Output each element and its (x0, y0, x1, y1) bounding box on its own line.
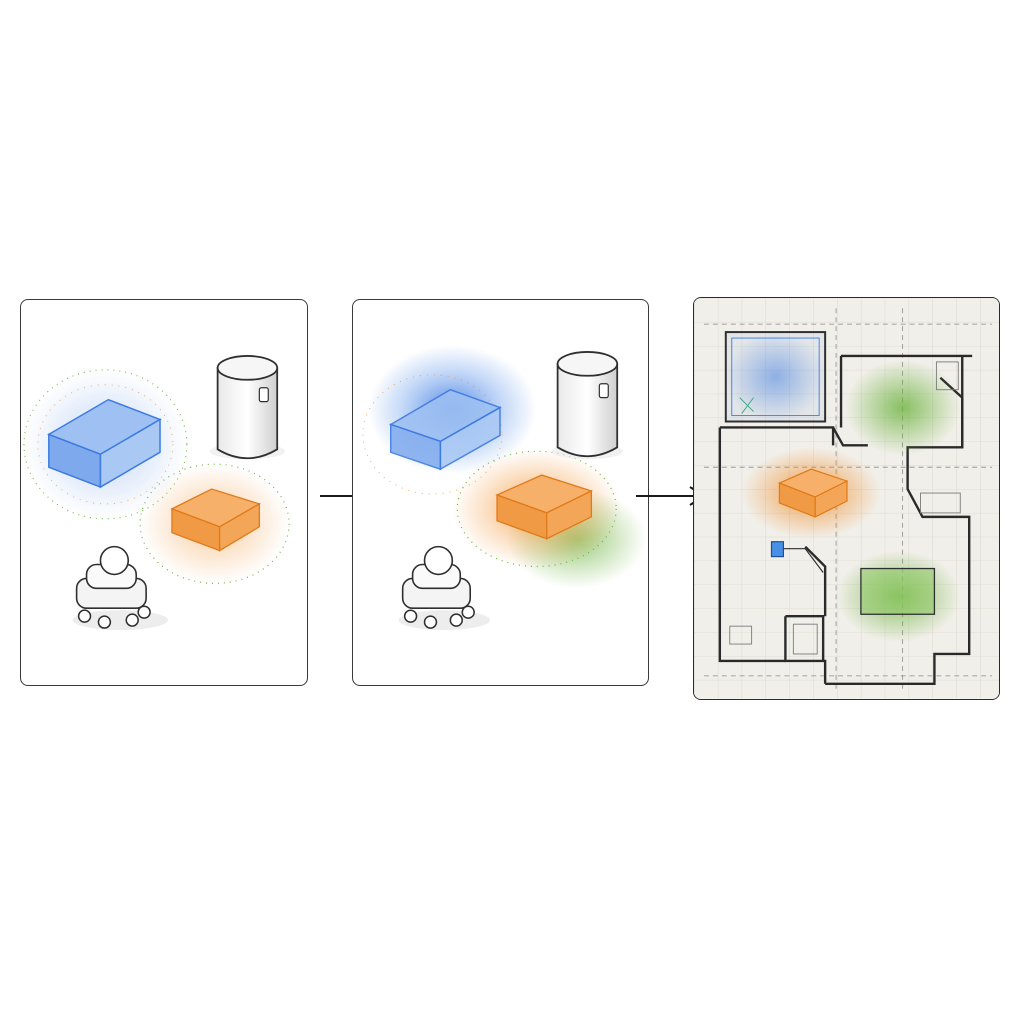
blue-point-ring (362, 374, 503, 495)
room-fixtures (729, 361, 961, 655)
green-room-bottom (860, 567, 936, 615)
blue-box (47, 398, 162, 489)
blue-room-inner (731, 337, 820, 417)
panel-1-illustration (23, 355, 290, 631)
orange-point-ring (456, 450, 617, 568)
orange-box (170, 488, 261, 552)
cylinder-object (551, 351, 624, 460)
robot-figure (398, 545, 491, 631)
cylinder-object (209, 355, 286, 460)
robot-position-marker (770, 541, 785, 558)
panel-floor-plan-map (693, 297, 1000, 700)
panel-3-floor-plan (694, 298, 999, 699)
blue-box (388, 388, 502, 471)
panel-2-illustration (362, 345, 647, 631)
orange-box (495, 474, 594, 540)
robot-path (783, 548, 824, 573)
robot-figure (72, 545, 168, 631)
panel-semantic-fusion (352, 299, 649, 686)
orange-box (777, 468, 849, 518)
panel-object-detection (20, 299, 308, 686)
green-zone-top (845, 359, 961, 456)
blue-room (724, 331, 827, 423)
